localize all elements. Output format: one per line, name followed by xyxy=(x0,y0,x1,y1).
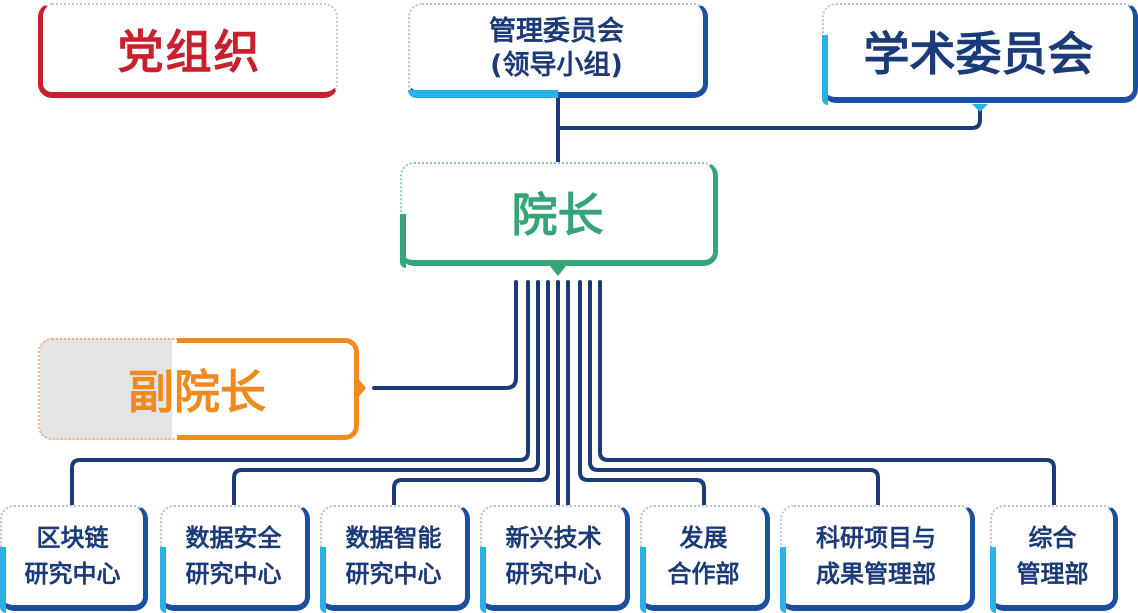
dept-line1: 数据智能 xyxy=(345,524,442,552)
president-box: 院长 xyxy=(400,162,718,268)
dept-line1: 区块链 xyxy=(36,524,109,552)
dept-data-security-research-center: 数据安全 研究中心 xyxy=(160,505,310,613)
vice-president-box: 副院长 xyxy=(38,338,359,440)
management-committee-line1: 管理委员会 xyxy=(489,15,624,47)
academic-committee-box: 学术委员会 xyxy=(822,3,1138,105)
dept-line1: 科研项目与 xyxy=(816,524,936,552)
connector-vice xyxy=(372,280,518,390)
vice-president-label: 副院长 xyxy=(128,365,266,419)
connector-academic xyxy=(556,106,982,130)
dept-blockchain-research-center: 区块链 研究中心 xyxy=(0,505,148,613)
dept-line2: 成果管理部 xyxy=(816,560,936,588)
management-committee-line2: (领导小组) xyxy=(490,49,623,81)
party-organization-label: 党组织 xyxy=(117,24,262,79)
dept-line2: 研究中心 xyxy=(345,560,442,588)
dept-general-management: 综合 管理部 xyxy=(990,505,1118,613)
dept-line1: 综合 xyxy=(1028,524,1077,552)
party-organization-box: 党组织 xyxy=(38,3,338,98)
president-label: 院长 xyxy=(511,188,604,242)
dept-data-intelligence-research-center: 数据智能 研究中心 xyxy=(320,505,470,613)
pointer-president xyxy=(550,266,566,276)
dept-emerging-tech-research-center: 新兴技术 研究中心 xyxy=(480,505,630,613)
connector-dept-3 xyxy=(392,280,550,507)
dept-line2: 研究中心 xyxy=(505,560,602,588)
connector-dept-7 xyxy=(598,280,1056,507)
dept-line2: 管理部 xyxy=(1016,560,1089,588)
dept-line2: 研究中心 xyxy=(185,560,282,588)
dept-line2: 研究中心 xyxy=(24,560,121,588)
dept-line1: 数据安全 xyxy=(185,524,282,552)
dept-line2: 合作部 xyxy=(667,560,740,588)
management-committee-box: 管理委员会 (领导小组) xyxy=(408,3,708,98)
connector-dept-2 xyxy=(232,280,540,507)
dept-research-projects-achievements: 科研项目与 成果管理部 xyxy=(780,505,975,613)
academic-committee-label: 学术委员会 xyxy=(863,27,1094,81)
connector-dept-5 xyxy=(578,280,706,507)
dept-line1: 新兴技术 xyxy=(505,524,602,552)
connector-dept-1 xyxy=(70,280,530,507)
pointer-academic xyxy=(972,104,988,112)
dept-line1: 发展 xyxy=(679,524,728,552)
connector-dept-6 xyxy=(588,280,880,507)
dept-development-cooperation: 发展 合作部 xyxy=(640,505,770,613)
